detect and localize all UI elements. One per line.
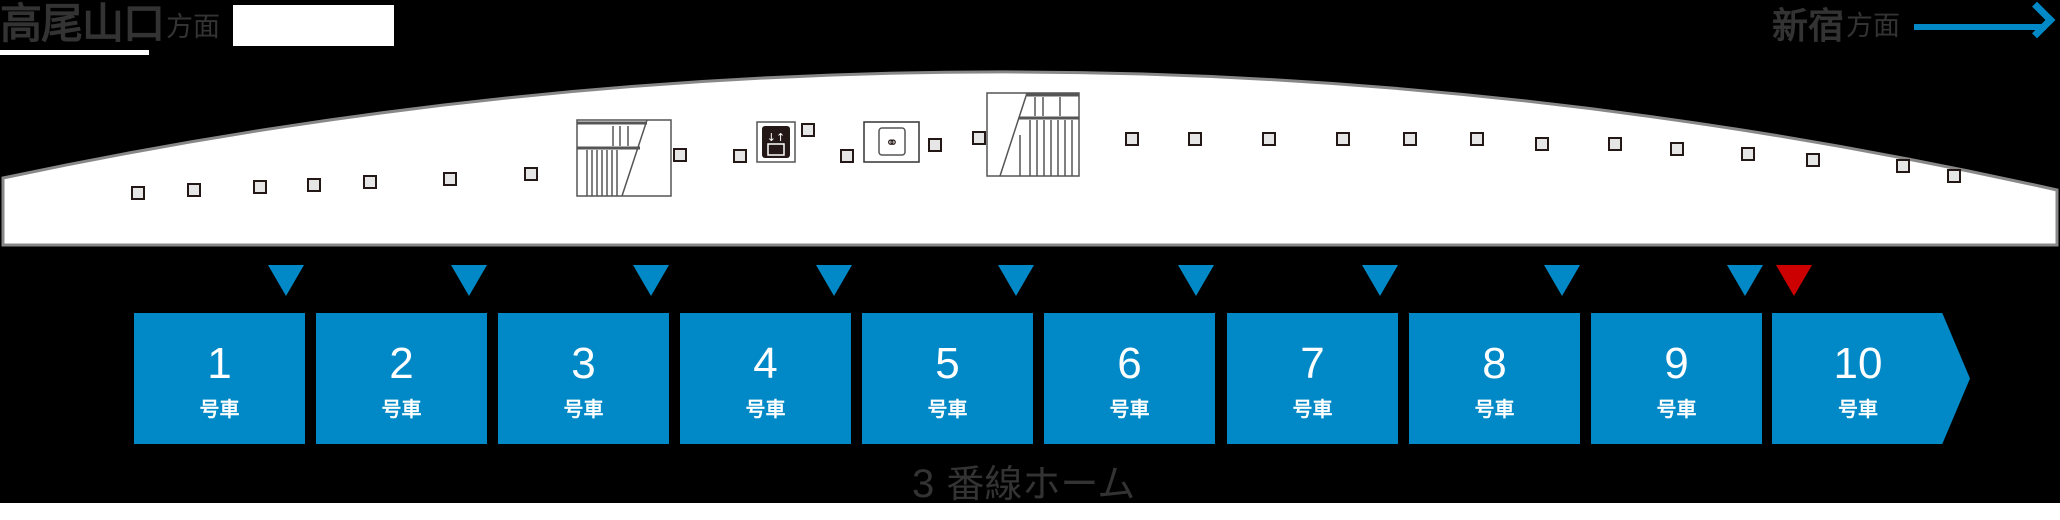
car-label: 号車	[563, 397, 604, 421]
svg-text:⚭: ⚭	[885, 133, 898, 152]
direction-left-name: 高尾山口	[0, 0, 165, 48]
svg-text:↓↑: ↓↑	[767, 131, 785, 144]
stop-marker	[1362, 265, 1398, 296]
door-marker	[928, 138, 942, 152]
door-marker	[801, 123, 815, 137]
stop-marker	[1727, 265, 1763, 296]
car-1[interactable]: 1 号車	[134, 313, 305, 444]
door-marker	[1535, 137, 1549, 151]
car-3[interactable]: 3 号車	[498, 313, 669, 444]
door-marker	[187, 183, 201, 197]
platform-label-text: 番線ホーム	[946, 462, 1136, 506]
car-number: 2	[389, 339, 414, 388]
car-7[interactable]: 7 号車	[1227, 313, 1398, 444]
door-marker	[1896, 159, 1910, 173]
door-marker	[673, 148, 687, 162]
car-number: 7	[1300, 339, 1325, 388]
car-label: 号車	[1838, 397, 1878, 421]
stop-marker	[1544, 265, 1580, 296]
direction-right: 新宿 方面	[1771, 1, 2056, 50]
car-number: 5	[935, 339, 960, 388]
direction-left-suffix: 方面	[166, 12, 221, 43]
door-marker	[307, 178, 321, 192]
stop-marker	[268, 265, 304, 296]
restroom-icon: ⚭	[863, 121, 920, 163]
header-tab-blank	[233, 5, 394, 46]
car-label: 号車	[199, 397, 240, 421]
door-marker	[1125, 132, 1139, 146]
car-label: 号車	[1656, 397, 1697, 421]
stop-marker	[998, 265, 1034, 296]
direction-right-name: 新宿	[1771, 6, 1844, 47]
stop-marker	[633, 265, 669, 296]
car-10[interactable]: 10 号車	[1772, 313, 1970, 444]
direction-right-suffix: 方面	[1846, 11, 1900, 42]
door-marker	[1947, 169, 1961, 183]
car-label: 号車	[1109, 397, 1150, 421]
door-marker	[1262, 132, 1276, 146]
door-marker	[524, 167, 538, 181]
direction-left: 高尾山口 方面	[0, 0, 220, 46]
car-number: 3	[571, 339, 596, 388]
car-label: 号車	[1292, 397, 1333, 421]
car-number: 10	[1833, 339, 1883, 388]
door-marker	[1336, 132, 1350, 146]
right-arrow-icon	[1914, 1, 2056, 39]
door-marker	[1806, 153, 1820, 167]
car-label: 号車	[1474, 397, 1515, 421]
door-marker	[1670, 142, 1684, 156]
platform-diagram: 高尾山口 方面 新宿 方面 ↓↑	[0, 0, 2060, 506]
door-marker	[131, 186, 145, 200]
stop-marker	[451, 265, 487, 296]
door-marker	[1403, 132, 1417, 146]
car-label: 号車	[927, 397, 968, 421]
platform-label: 3 番線ホーム	[912, 462, 1135, 506]
car-number: 1	[207, 339, 232, 388]
car-number: 4	[753, 339, 778, 388]
car-6[interactable]: 6 号車	[1044, 313, 1215, 444]
door-marker	[1470, 132, 1484, 146]
door-marker	[443, 172, 457, 186]
platform-number: 3	[912, 462, 935, 506]
stop-marker	[1178, 265, 1214, 296]
car-label: 号車	[745, 397, 786, 421]
door-marker	[733, 149, 747, 163]
door-marker	[840, 149, 854, 163]
car-number: 8	[1482, 339, 1507, 388]
car-number: 6	[1117, 339, 1142, 388]
door-marker	[1608, 137, 1622, 151]
door-marker	[1741, 147, 1755, 161]
door-marker	[1188, 132, 1202, 146]
car-5[interactable]: 5 号車	[862, 313, 1033, 444]
stop-marker-red	[1776, 265, 1812, 296]
door-marker	[363, 175, 377, 189]
car-9[interactable]: 9 号車	[1591, 313, 1762, 444]
door-marker	[972, 131, 986, 145]
elevator-icon: ↓↑	[756, 121, 796, 163]
door-marker	[253, 180, 267, 194]
car-4[interactable]: 4 号車	[680, 313, 851, 444]
stairs-icon	[576, 119, 672, 197]
car-number: 9	[1664, 339, 1689, 388]
platform-shape: ↓↑ ⚭	[1, 70, 2059, 247]
stairs-icon	[986, 92, 1080, 177]
direction-underline	[0, 50, 149, 55]
stop-marker	[816, 265, 852, 296]
car-8[interactable]: 8 号車	[1409, 313, 1580, 444]
car-label: 号車	[381, 397, 422, 421]
car-2[interactable]: 2 号車	[316, 313, 487, 444]
